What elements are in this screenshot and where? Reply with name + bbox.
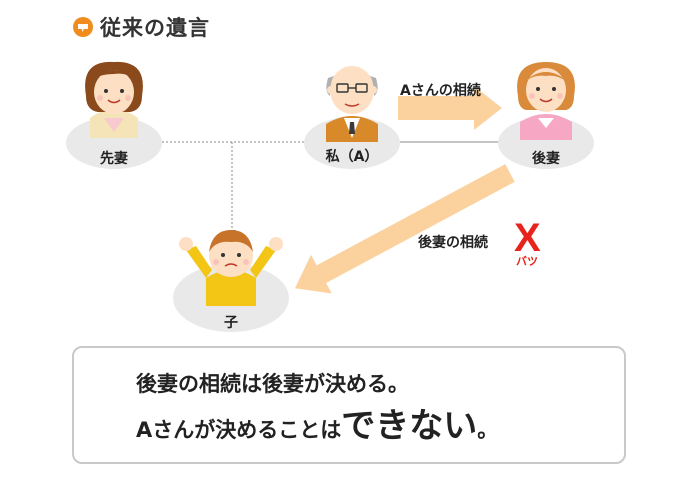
arrow-label-self-to-wife: Aさんの相続 [400,83,481,99]
child-figure [173,230,289,332]
title-block: 従来の遺言 [72,12,210,42]
self-figure [304,66,400,169]
cross-mark-label: バツ [516,255,538,268]
cross-mark-icon: X バツ [514,218,548,268]
second-wife-label: 後妻 [532,151,560,167]
page-title: 従来の遺言 [100,16,210,40]
conclusion-box [72,346,626,464]
ex-wife-figure [66,61,162,169]
conclusion-line-2-prefix: Aさんが決めることは [136,418,342,442]
conclusion-line-2-suffix: 。 [477,418,499,442]
self-label: 私（A） [325,149,379,165]
conclusion-line-2: Aさんが決めることはできない。 [136,404,498,454]
arrow-self-to-wife [398,86,502,130]
speech-bubble-icon [73,17,93,37]
ex-wife-label: 先妻 [100,151,128,167]
arrow-wife-to-child [294,164,515,294]
child-label: 子 [224,315,238,331]
conclusion-line-1: 後妻の相続は後妻が決める。 [136,372,409,396]
second-wife-figure [498,62,594,169]
arrow-label-wife-to-child: 後妻の相続 [418,235,488,251]
conclusion-line-2-emphasis: できない [341,406,478,446]
cross-mark-symbol: X [514,216,541,260]
